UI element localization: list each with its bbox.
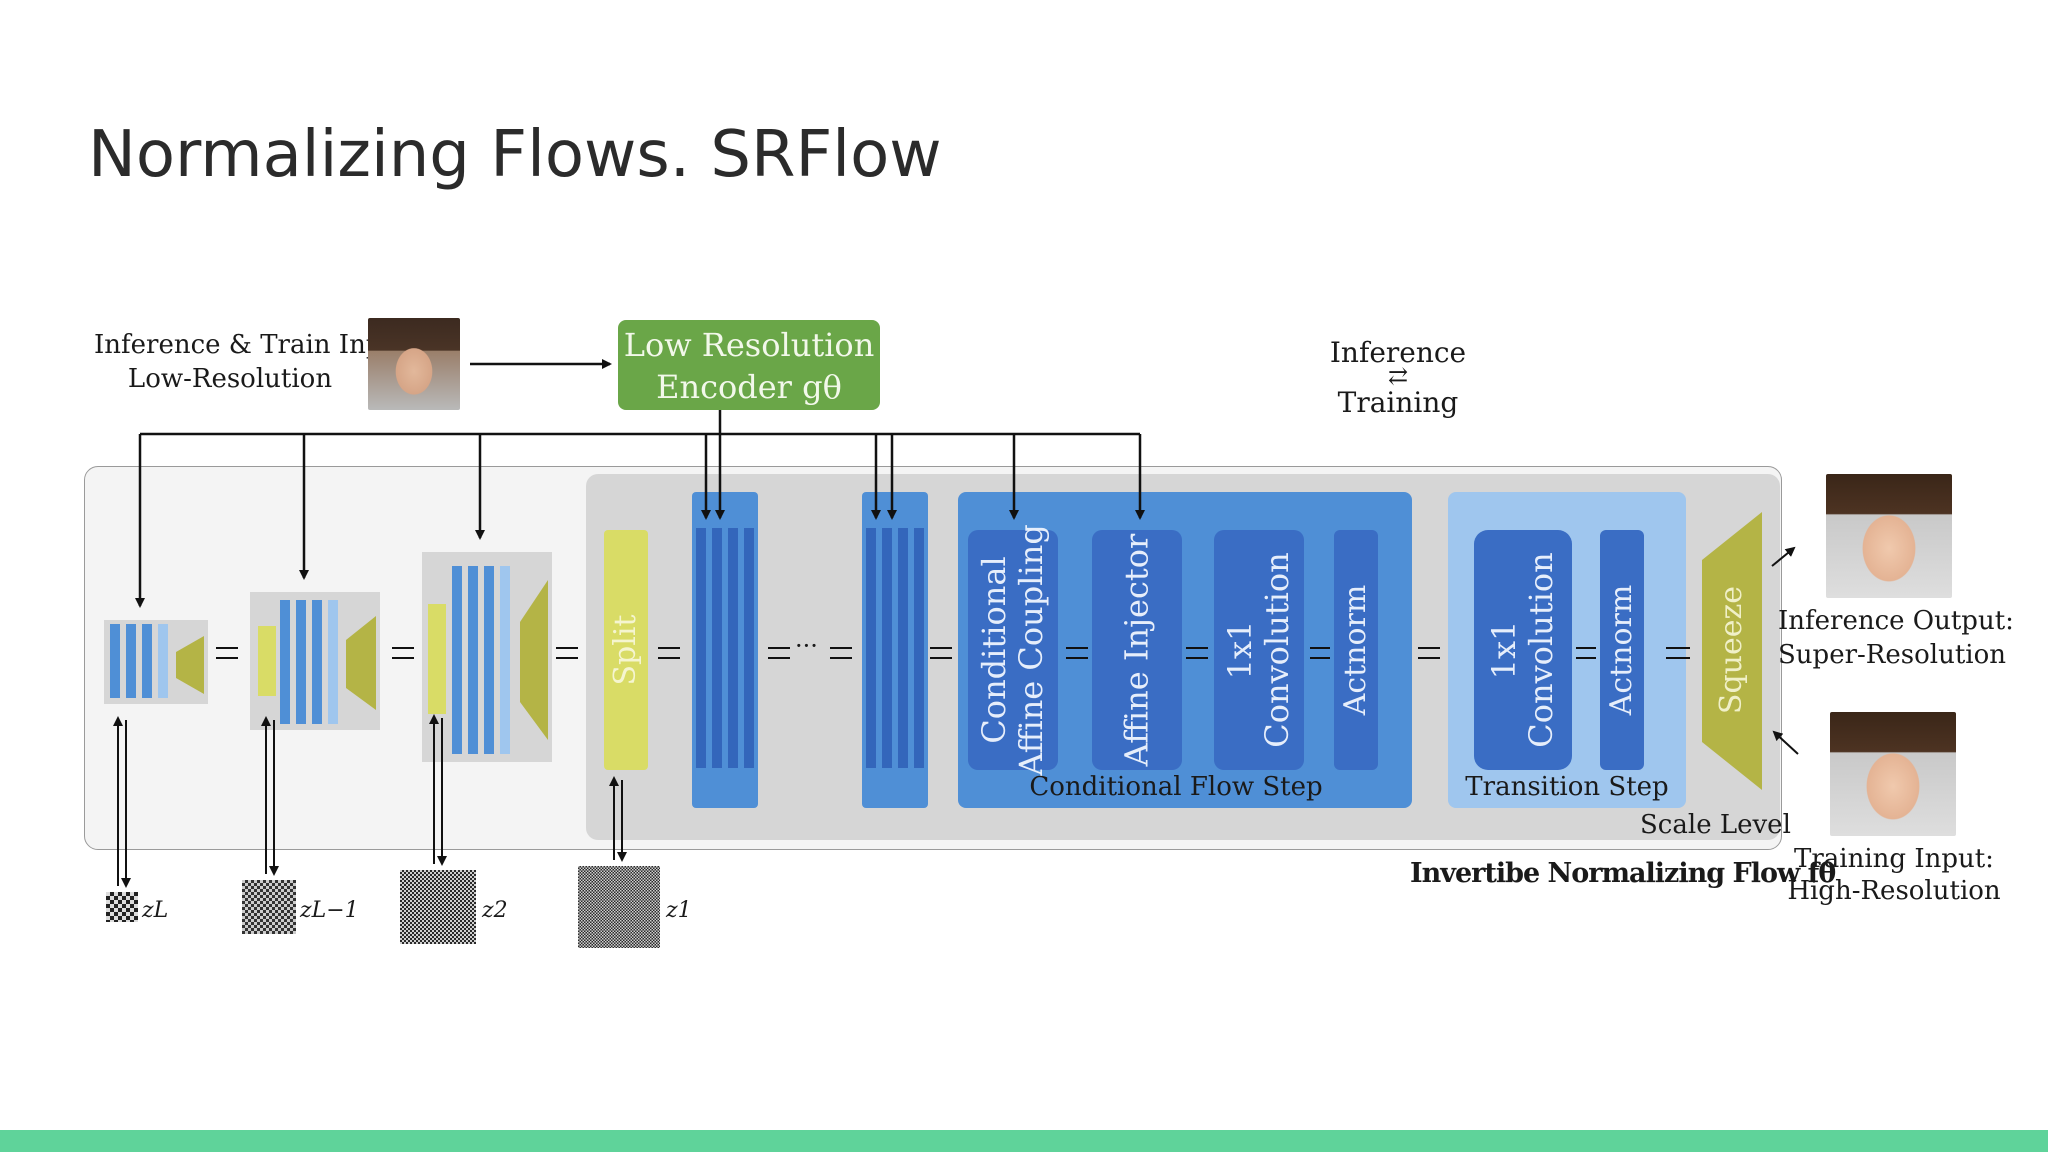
- low-res-face-image: [368, 318, 460, 410]
- conditional-affine-coupling-block: [968, 530, 1058, 770]
- flow-stack-b: [862, 492, 928, 808]
- transition-conv-block: [1474, 530, 1572, 770]
- output-label-line2: Super-Resolution: [1778, 640, 2006, 670]
- conv1x1-block: [1214, 530, 1304, 770]
- conv-line2: Convolution: [1258, 552, 1296, 748]
- latent-noise-2: [400, 870, 476, 944]
- tconv-line2: Convolution: [1522, 552, 1560, 748]
- high-resolution-face-image: [1830, 712, 1956, 836]
- encoder-line1: Low Resolution: [623, 326, 875, 364]
- accent-bar: [0, 1130, 2048, 1152]
- legend-inference: Inference: [1329, 336, 1467, 369]
- super-resolution-face-image: [1826, 474, 1952, 598]
- scale-block-l: [104, 620, 208, 704]
- split-block: [604, 530, 648, 770]
- flow-caption: Invertibe Normalizing Flow fθ: [1410, 858, 1836, 889]
- input-label-line2: Low-Resolution: [127, 364, 333, 394]
- transition-conv-label: 1x1 Convolution: [1485, 552, 1560, 748]
- affine-injector-label: Affine Injector: [1117, 533, 1156, 767]
- latent-noise-1: [578, 866, 660, 948]
- split-label: Split: [607, 614, 643, 686]
- affine-injector-block: [1092, 530, 1182, 770]
- latent-noise-l: [106, 892, 138, 922]
- z-label-l-1: zL−1: [300, 898, 359, 923]
- squeeze-label: Squeeze: [1713, 585, 1749, 715]
- legend-training: Training: [1337, 386, 1459, 419]
- transition-actnorm-block: [1600, 530, 1644, 770]
- slide-title: Normalizing Flows. SRFlow: [88, 118, 942, 192]
- z-label-l: zL: [142, 898, 169, 923]
- conditional-affine-coupling-label: Conditional Affine Coupling: [975, 524, 1050, 776]
- legend-arrows: ⇄: [1387, 362, 1409, 390]
- conditional-flow-step-label: Conditional Flow Step: [1029, 772, 1323, 802]
- cac-line2: Affine Coupling: [1012, 524, 1050, 776]
- actnorm-label: Actnorm: [1337, 584, 1373, 716]
- ellipsis: ···: [795, 632, 818, 660]
- cac-line1: Conditional: [975, 556, 1014, 744]
- encoder-line2: Encoder gθ: [656, 368, 842, 406]
- scale-level-label: Scale Level: [1640, 810, 1791, 840]
- scale-block-l-1: [250, 592, 380, 730]
- output-label-line1: Inference Output:: [1778, 606, 2014, 636]
- low-resolution-encoder: [618, 320, 880, 410]
- flow-stack-a: [692, 492, 758, 808]
- train-input-line2: High-Resolution: [1787, 876, 2001, 906]
- train-input-line1: Training Input:: [1794, 844, 1994, 874]
- latent-noise-l-1: [242, 880, 296, 934]
- scale-block-2: [422, 552, 552, 762]
- actnorm-block: [1334, 530, 1378, 770]
- z-label-2: z2: [482, 898, 508, 923]
- z-label-1: z1: [666, 898, 692, 923]
- conv-line1: 1x1: [1221, 620, 1260, 680]
- input-label-line1: Inference & Train Input:: [94, 330, 419, 360]
- transition-step-label: Transition Step: [1465, 772, 1669, 802]
- transition-actnorm-label: Actnorm: [1603, 584, 1639, 716]
- conv1x1-label: 1x1 Convolution: [1221, 552, 1296, 748]
- tconv-line1: 1x1: [1485, 620, 1524, 680]
